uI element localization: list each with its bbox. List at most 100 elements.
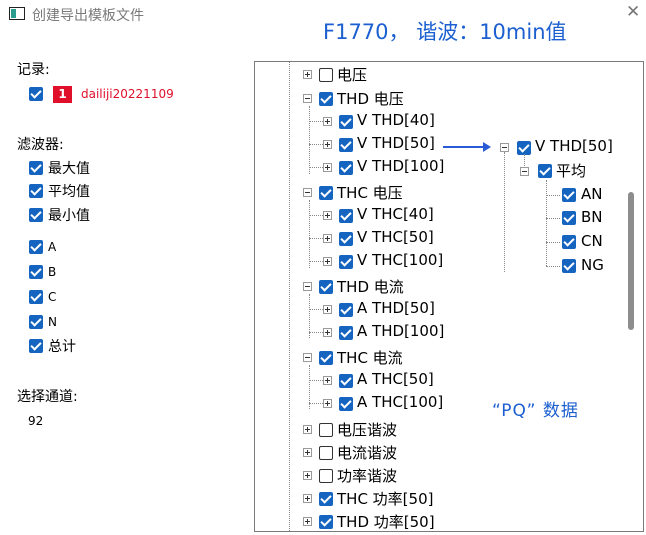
tree-expander[interactable] (303, 517, 312, 526)
tree-scrollbar-thumb[interactable] (628, 192, 634, 330)
tree-checkbox[interactable] (319, 68, 333, 82)
phase-total-checkbox[interactable] (29, 339, 43, 353)
tree-checkbox[interactable] (319, 186, 333, 200)
tree-checkbox[interactable] (339, 115, 353, 129)
detail-connector (546, 266, 560, 267)
tree-checkbox[interactable] (319, 469, 333, 483)
tree-checkbox[interactable] (339, 161, 353, 175)
detail-leaf-cn[interactable]: CN (581, 232, 603, 250)
tree-expander[interactable] (323, 305, 332, 314)
detail-expander[interactable] (500, 143, 509, 152)
tree-item-power-harmonics[interactable]: 功率谐波 (337, 467, 398, 485)
detail-leaf-bn-checkbox[interactable] (562, 211, 576, 225)
tree-checkbox[interactable] (339, 303, 353, 317)
detail-child-expander[interactable] (520, 167, 529, 176)
detail-root-checkbox[interactable] (517, 141, 531, 155)
tree-expander[interactable] (323, 117, 332, 126)
phase-n-checkbox[interactable] (29, 315, 43, 329)
tree-item-v-thc-50[interactable]: V THC[50] (357, 228, 434, 246)
close-icon[interactable]: ✕ (626, 2, 641, 22)
tree-view[interactable] (254, 61, 644, 532)
channel-value: 92 (28, 414, 44, 428)
tree-expander[interactable] (323, 399, 332, 408)
record-checkbox[interactable] (29, 87, 43, 101)
tree-expander[interactable] (323, 257, 332, 266)
tree-checkbox[interactable] (339, 255, 353, 269)
tree-connector (309, 309, 323, 310)
tree-item-thc-power-50[interactable]: THC 功率[50] (337, 490, 434, 508)
tree-checkbox[interactable] (339, 397, 353, 411)
tree-expander[interactable] (303, 282, 312, 291)
tree-checkbox[interactable] (319, 423, 333, 437)
tree-expander[interactable] (323, 376, 332, 385)
detail-leaf-an[interactable]: AN (581, 185, 603, 203)
tree-item-current-harmonics[interactable]: 电流谐波 (337, 444, 398, 462)
tree-item-v-thd-40[interactable]: V THD[40] (357, 111, 435, 129)
annotation-pq: “PQ” 数据 (492, 401, 579, 421)
tree-item-thc-voltage[interactable]: THC 电压 (337, 184, 403, 202)
tree-checkbox[interactable] (339, 326, 353, 340)
tree-item-v-thd-100[interactable]: V THD[100] (357, 157, 445, 175)
filter-avg-checkbox[interactable] (29, 184, 43, 198)
detail-child-checkbox[interactable] (538, 164, 552, 178)
window-title: 创建导出模板文件 (32, 8, 144, 24)
tree-expander[interactable] (303, 448, 312, 457)
phase-a-checkbox[interactable] (29, 240, 43, 254)
phase-c-checkbox[interactable] (29, 290, 43, 304)
tree-checkbox[interactable] (339, 374, 353, 388)
tree-expander[interactable] (303, 94, 312, 103)
detail-guide-line (524, 154, 525, 172)
tree-checkbox[interactable] (319, 446, 333, 460)
tree-expander[interactable] (303, 425, 312, 434)
tree-checkbox[interactable] (319, 492, 333, 506)
tree-expander[interactable] (323, 211, 332, 220)
tree-item-v-thc-40[interactable]: V THC[40] (357, 205, 434, 223)
tree-item-thc-current[interactable]: THC 电流 (337, 349, 403, 367)
detail-leaf-cn-checkbox[interactable] (562, 235, 576, 249)
tree-item-a-thc-100[interactable]: A THC[100] (357, 393, 444, 411)
tree-checkbox[interactable] (339, 232, 353, 246)
tree-expander[interactable] (323, 234, 332, 243)
phase-total-label: 总计 (48, 339, 76, 355)
tree-checkbox[interactable] (319, 280, 333, 294)
tree-item-thd-current[interactable]: THD 电流 (337, 278, 404, 296)
detail-connector (546, 242, 560, 243)
tree-expander[interactable] (303, 494, 312, 503)
detail-child-label[interactable]: 平均 (556, 162, 587, 180)
tree-item-a-thd-100[interactable]: A THD[100] (357, 322, 445, 340)
tree-expander[interactable] (303, 188, 312, 197)
detail-leaf-ng-checkbox[interactable] (562, 259, 576, 273)
tree-item-a-thd-50[interactable]: A THD[50] (357, 299, 435, 317)
filter-min-checkbox[interactable] (29, 208, 43, 222)
tree-expander[interactable] (303, 353, 312, 362)
tree-checkbox[interactable] (319, 92, 333, 106)
phase-b-checkbox[interactable] (29, 265, 43, 279)
tree-item-a-thc-50[interactable]: A THC[50] (357, 370, 434, 388)
tree-checkbox[interactable] (339, 138, 353, 152)
tree-guide-line (309, 365, 310, 409)
tree-connector (309, 380, 323, 381)
filter-max-checkbox[interactable] (29, 161, 43, 175)
tree-connector (309, 403, 323, 404)
tree-item-voltage-harmonics[interactable]: 电压谐波 (337, 421, 398, 439)
tree-expander[interactable] (303, 70, 312, 79)
tree-expander[interactable] (323, 140, 332, 149)
tree-guide-line (289, 62, 290, 531)
tree-expander[interactable] (323, 163, 332, 172)
tree-checkbox[interactable] (319, 351, 333, 365)
tree-expander[interactable] (323, 328, 332, 337)
detail-leaf-an-checkbox[interactable] (562, 188, 576, 202)
tree-item-v-thc-100[interactable]: V THC[100] (357, 251, 444, 269)
tree-item-thd-power-50[interactable]: THD 功率[50] (337, 513, 435, 531)
tree-item-v-thd-50[interactable]: V THD[50] (357, 134, 435, 152)
tree-checkbox[interactable] (339, 209, 353, 223)
detail-leaf-bn[interactable]: BN (581, 208, 603, 226)
detail-root-label[interactable]: V THD[50] (535, 137, 613, 155)
channel-label: 选择通道: (17, 389, 78, 405)
tree-item-voltage[interactable]: 电压 (337, 66, 368, 84)
detail-connector (546, 195, 560, 196)
tree-checkbox[interactable] (319, 515, 333, 529)
detail-leaf-ng[interactable]: NG (581, 256, 604, 274)
tree-expander[interactable] (303, 471, 312, 480)
tree-item-thd-voltage[interactable]: THD 电压 (337, 90, 404, 108)
